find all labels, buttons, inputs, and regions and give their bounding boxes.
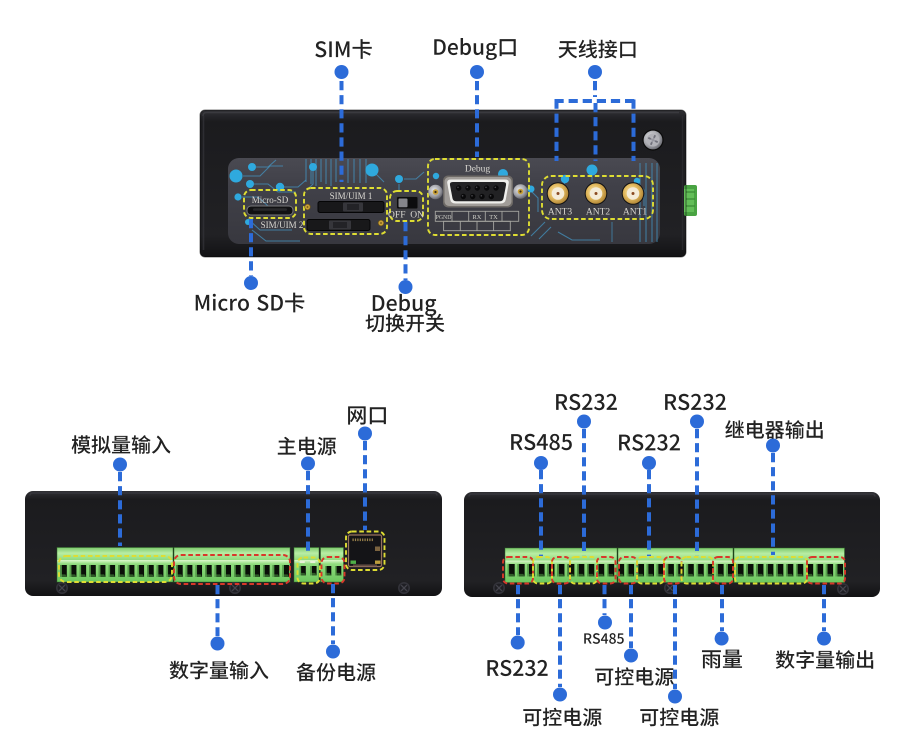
svg-text:ANT2: ANT2 xyxy=(586,208,611,218)
svg-text:OFF ON: OFF ON xyxy=(388,211,424,221)
svg-text:ANT1: ANT1 xyxy=(623,208,648,218)
svg-text:Micro-SD: Micro-SD xyxy=(252,195,289,205)
svg-text:SIM/UIM 1: SIM/UIM 1 xyxy=(330,191,373,201)
svg-text:SIM/UIM 2: SIM/UIM 2 xyxy=(261,220,304,230)
svg-text:PGND: PGND xyxy=(436,215,452,221)
svg-text:RX: RX xyxy=(473,214,482,221)
svg-text:ANT3: ANT3 xyxy=(548,208,573,218)
svg-text:TX: TX xyxy=(489,214,498,221)
svg-text:Debug: Debug xyxy=(465,164,491,174)
